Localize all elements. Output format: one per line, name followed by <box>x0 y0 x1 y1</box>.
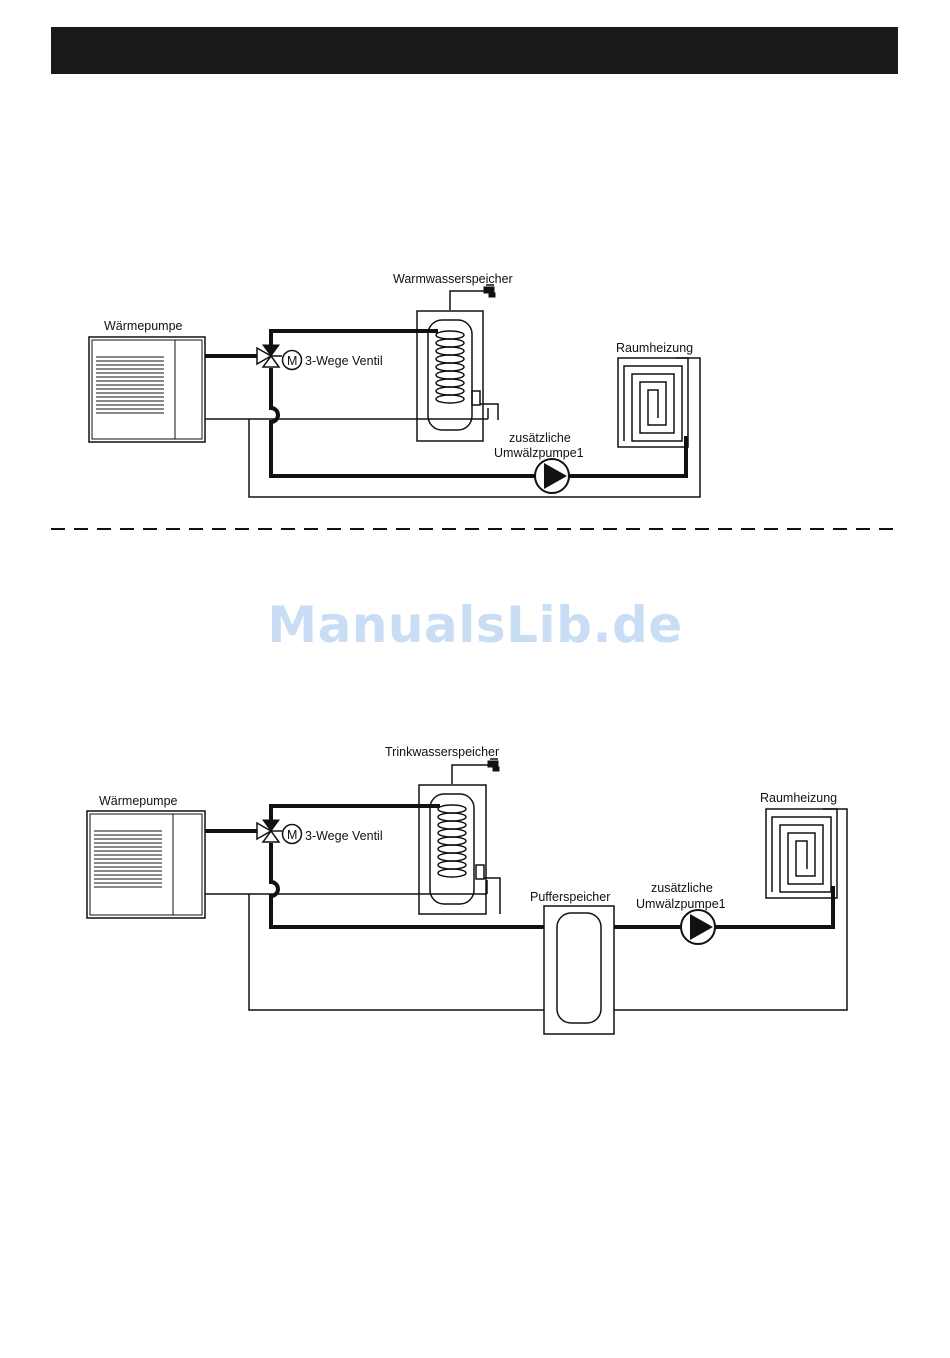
heat-pump-label: Wärmepumpe <box>99 794 178 808</box>
pump-label-line1: zusätzliche <box>651 881 713 895</box>
heat-pump-unit <box>89 337 205 442</box>
pump-label-line1: zusätzliche <box>509 431 571 445</box>
buffer-label: Pufferspeicher <box>530 890 610 904</box>
heating-coil-icon <box>436 331 464 403</box>
fan-grille-icon <box>96 357 164 413</box>
diagram-1: Wärmepumpe M 3-Wege Ventil <box>89 272 700 497</box>
heating-label: Raumheizung <box>760 791 837 805</box>
valve-motor-letter: M <box>287 354 297 368</box>
underfloor-heating-icon <box>618 358 688 447</box>
valve-label: 3-Wege Ventil <box>305 829 383 843</box>
heat-pump-unit <box>87 811 205 918</box>
heat-pump-label: Wärmepumpe <box>104 319 183 333</box>
watermark-text: ManualsLib.de <box>0 596 950 654</box>
pump-label-line2: Umwälzpumpe1 <box>636 897 726 911</box>
tank-label: Warmwasserspeicher <box>393 272 513 286</box>
supply-pipes <box>205 806 833 927</box>
valve-label: 3-Wege Ventil <box>305 354 383 368</box>
diagram-2: Wärmepumpe M 3-Wege Ventil <box>87 745 847 1034</box>
tank-label: Trinkwasserspeicher <box>385 745 499 759</box>
circulation-pump-icon <box>535 459 569 493</box>
buffer-tank <box>544 906 614 1034</box>
fan-grille-icon <box>94 831 162 887</box>
tap-icon <box>484 285 495 297</box>
underfloor-heating-icon <box>766 809 837 898</box>
tap-icon <box>488 759 499 771</box>
return-pipes <box>205 765 847 1010</box>
valve-motor-letter: M <box>287 828 297 842</box>
circulation-pump-icon <box>681 910 715 944</box>
heating-label: Raumheizung <box>616 341 693 355</box>
heating-coil-icon <box>438 805 466 877</box>
pump-label-line2: Umwälzpumpe1 <box>494 446 584 460</box>
return-pipes <box>205 291 700 497</box>
